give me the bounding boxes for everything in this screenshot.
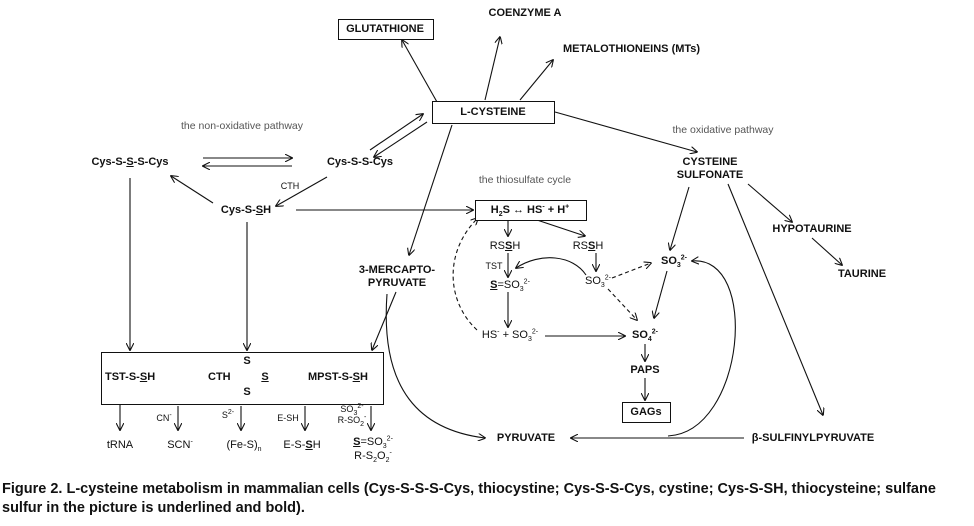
thiocystine-node: Cys-S-S-S-Cys [91,156,169,168]
arrow-sulfonate-to-hypotaurine [747,183,792,222]
thiosulfate-cycle-label: the thiosulfate cycle [478,174,572,186]
non-oxidative-label: the non-oxidative pathway [181,120,303,132]
arrow-sulfonate-to-so3 [670,186,690,250]
fes-product: (Fe-S)n [226,439,262,454]
caption-line-2: sulfur in the picture is underlined and … [2,500,305,516]
mpst-s-sh-node: MPST-S-SH [308,371,368,383]
arrow-cystine-to-thiocysteine [276,176,328,206]
arrow-hs-so3-to-h2s-dashed [452,218,478,331]
arrow-cys-to-cystine [374,121,428,157]
e-s-sh-product: E-S-SH [283,439,321,451]
l-cysteine-node: L-CYSTEINE [460,106,526,118]
arrow-mercaptopyruvate-down [372,291,397,350]
cth-enzyme-label: CTH [280,181,300,191]
thiosulfate-cycle-node: S=SO32- [490,278,530,294]
h2s-node: H2S ↔ HS- + H+ [490,203,570,219]
s2-cofactor: S2- [221,409,235,420]
hs-so3-node: HS- + SO32- [481,328,539,344]
sulfinylpyruvate-node: β-SULFINYLPYRUVATE [751,432,875,444]
cth-ring-label: CTH [208,371,231,383]
arrow-so3-to-so4 [654,270,668,318]
arrow-cys-to-coenzyme-a [484,37,500,101]
arrow-so3-right-to-thiosulfate [516,257,587,276]
arrow-cys-to-sulfonate [554,111,697,152]
scn-product: SCN- [167,438,193,451]
coenzyme-a-node: COENZYME A [488,7,562,19]
thiosulfate-product: S=SO32- R-S2O2- [353,435,393,465]
thiocysteine-node: Cys-S-SH [220,204,272,216]
so4-node: SO42- [631,328,659,344]
pyruvate-node: PYRUVATE [496,432,556,444]
paps-node: PAPS [630,364,660,376]
glutathione-node: GLUTATHIONE [346,23,424,35]
enzyme-box [101,352,384,405]
arrow-h2s-to-rssh-right [536,219,585,236]
arrow-pyruvate-to-so3 [667,261,736,437]
oxidative-label: the oxidative pathway [672,124,774,136]
figure-caption: Figure 2. L-cysteine metabolism in mamma… [2,480,974,518]
rssh-right-node: RSSH [572,240,604,252]
arrow-cys-to-mts [519,60,553,101]
taurine-node: TAURINE [837,268,887,280]
arrow-cystine-to-cys [369,114,423,151]
metallothioneins-node: METALOTHIONEINS (MTs) [563,43,701,55]
arrow-cys-to-mercaptopyruvate [409,124,453,255]
rssh-left-node: RSSH [489,240,521,252]
tst-enzyme-label: TST [485,261,503,271]
so3-rso2-cofactor: SO32- R-SO2- [337,403,367,428]
hypotaurine-node: HYPOTAURINE [772,223,852,235]
caption-line-1: Figure 2. L-cysteine metabolism in mamma… [2,481,936,497]
arrow-mercaptopyruvate-to-pyruvate [385,293,485,438]
l-cysteine-box [432,101,555,124]
so3-main-node: SO32- [660,254,688,270]
mercaptopyruvate-node: 3-MERCAPTO- PYRUVATE [358,264,436,289]
arrow-sulfonate-to-sulfinylpyruvate [727,183,823,415]
cth-ring-s-top: S [243,355,251,367]
cystine-node: Cys-S-S-Cys [326,156,394,168]
gags-node: GAGs [630,406,662,418]
glutathione-box [338,19,434,40]
h2s-box [475,200,587,221]
trna-product: tRNA [106,439,134,451]
cth-ring-s-right: S [261,371,269,383]
cth-ring-s-bottom: S [243,386,251,398]
tst-s-sh-node: TST-S-SH [105,371,156,383]
cysteine-sulfonate-node: CYSTEINE SULFONATE [676,156,744,181]
esh-cofactor: E-SH [277,413,299,423]
cn-cofactor: CN- [156,412,172,423]
so3-cycle-node: SO32- [584,274,612,290]
gags-box [622,402,671,423]
arrow-thiocysteine-to-thiocystine [171,176,214,204]
arrow-so3-right-to-so4-dashed [607,288,637,320]
arrow-so3-right-to-so3-main-dashed [611,263,651,279]
arrow-cys-to-glutathione [402,40,438,103]
arrow-hypotaurine-to-taurine [811,237,842,265]
